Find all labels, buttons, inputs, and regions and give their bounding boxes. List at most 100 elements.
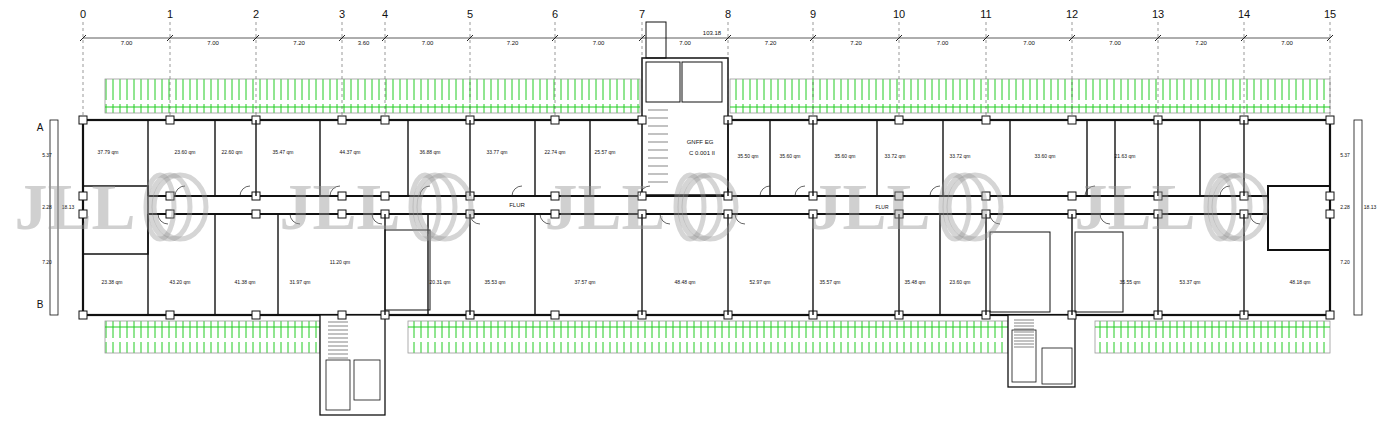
plan-label: 7.00 <box>422 40 434 46</box>
grid-axis <box>899 22 900 120</box>
column <box>1068 116 1076 124</box>
grid-axis <box>642 22 643 120</box>
plan-label: 35.53 qm <box>485 280 506 285</box>
column <box>338 311 346 319</box>
grid-axis <box>728 22 729 120</box>
plan-label: 7.20 <box>1340 260 1350 265</box>
column <box>79 116 87 124</box>
plan-label: 12 <box>1066 9 1078 20</box>
watermark-ring <box>949 175 1001 239</box>
partition-wall <box>534 120 535 196</box>
plan-label: 25.57 qm <box>595 150 616 155</box>
plan-label: 52.97 qm <box>750 280 771 285</box>
plan-label: 35.50 qm <box>738 154 759 159</box>
plan-label: 7.20 <box>765 40 777 46</box>
dimension-tick <box>639 35 645 41</box>
plan-label: 18.13 <box>1364 205 1377 210</box>
plan-label: 1 <box>167 9 173 20</box>
stair-tread <box>1014 338 1034 339</box>
partition-wall <box>985 214 986 315</box>
column <box>252 210 260 218</box>
plan-label: 22.74 qm <box>545 150 566 155</box>
grid-axis <box>1072 22 1073 120</box>
partition-wall <box>769 120 770 196</box>
dimension-tick <box>1241 35 1247 41</box>
plan-label: 35.60 qm <box>780 154 801 159</box>
stair-tread <box>648 166 668 167</box>
column <box>252 311 260 319</box>
stair-tread <box>328 330 348 331</box>
plan-label: B <box>37 300 44 310</box>
column <box>79 311 87 319</box>
column <box>1326 311 1334 319</box>
watermark: JLL <box>809 174 930 240</box>
door-swing <box>930 186 940 196</box>
door-swing <box>240 186 250 196</box>
plan-label: 0 <box>80 9 86 20</box>
partition-wall <box>1071 214 1072 315</box>
plan-label: 2.28 <box>1340 205 1350 210</box>
plan-label: FLUR <box>509 202 525 208</box>
plan-label: 5.37 <box>1340 153 1350 158</box>
plan-label: 37.79 qm <box>98 150 119 155</box>
plan-label: 13 <box>1152 9 1164 20</box>
grid-axis <box>1158 22 1159 120</box>
plan-label: 33.60 qm <box>1035 154 1056 159</box>
plan-label: 7.00 <box>937 40 949 46</box>
stair-tread <box>1014 341 1034 342</box>
stair-tread <box>648 150 668 151</box>
plan-label: 7.20 <box>1195 40 1207 46</box>
stair-tread <box>648 110 668 111</box>
watermark: JLL <box>544 174 665 240</box>
sanitary-core <box>385 230 430 310</box>
stair-tread <box>1014 329 1034 330</box>
plan-label: 2 <box>253 9 259 20</box>
dimension-tick <box>80 35 86 41</box>
grid-axis <box>1330 22 1331 120</box>
plan-label: 37.57 qm <box>575 280 596 285</box>
plan-label: 7.00 <box>1023 40 1035 46</box>
stair-tread <box>1014 335 1034 336</box>
plan-label: 15 <box>1324 9 1336 20</box>
grid-axis <box>170 22 171 120</box>
plan-label: 35.48 qm <box>905 280 926 285</box>
grid-axis <box>1244 22 1245 120</box>
dimension-tick <box>1069 35 1075 41</box>
plan-label: GNFF EG <box>687 139 714 145</box>
plan-label: 7.00 <box>1109 40 1121 46</box>
plan-label: 23.60 qm <box>950 280 971 285</box>
partition-wall <box>214 120 215 196</box>
stair-tread <box>328 342 348 343</box>
plan-label: 20.31 qm <box>430 280 451 285</box>
plan-label: 7.20 <box>293 40 305 46</box>
column <box>551 311 559 319</box>
stair-tread <box>1014 323 1034 324</box>
stair-tread <box>1014 332 1034 333</box>
plan-label: 35.55 qm <box>1120 280 1141 285</box>
plan-label: 7.00 <box>207 40 219 46</box>
column <box>895 116 903 124</box>
stair-tread <box>328 322 348 323</box>
sanitary-core <box>990 232 1050 312</box>
plan-label: 23.38 qm <box>102 280 123 285</box>
grid-axis <box>470 22 471 120</box>
partition-wall <box>939 214 940 315</box>
dimension-tick <box>467 35 473 41</box>
plan-label: 9 <box>810 9 816 20</box>
watermark-ring <box>684 175 736 239</box>
stair-tread <box>328 346 348 347</box>
watermark: JLL <box>14 174 135 240</box>
column <box>638 116 646 124</box>
plan-label: 7.00 <box>593 40 605 46</box>
plan-label: 31.97 qm <box>290 280 311 285</box>
dimension-tick <box>339 35 345 41</box>
column <box>166 311 174 319</box>
column <box>551 116 559 124</box>
plan-label: 48.18 qm <box>1290 280 1311 285</box>
column <box>1326 116 1334 124</box>
stair-tread <box>1014 320 1034 321</box>
partition-wall <box>1199 120 1200 196</box>
stair-tread <box>328 338 348 339</box>
dimension-tick <box>810 35 816 41</box>
partition-wall <box>407 120 408 196</box>
